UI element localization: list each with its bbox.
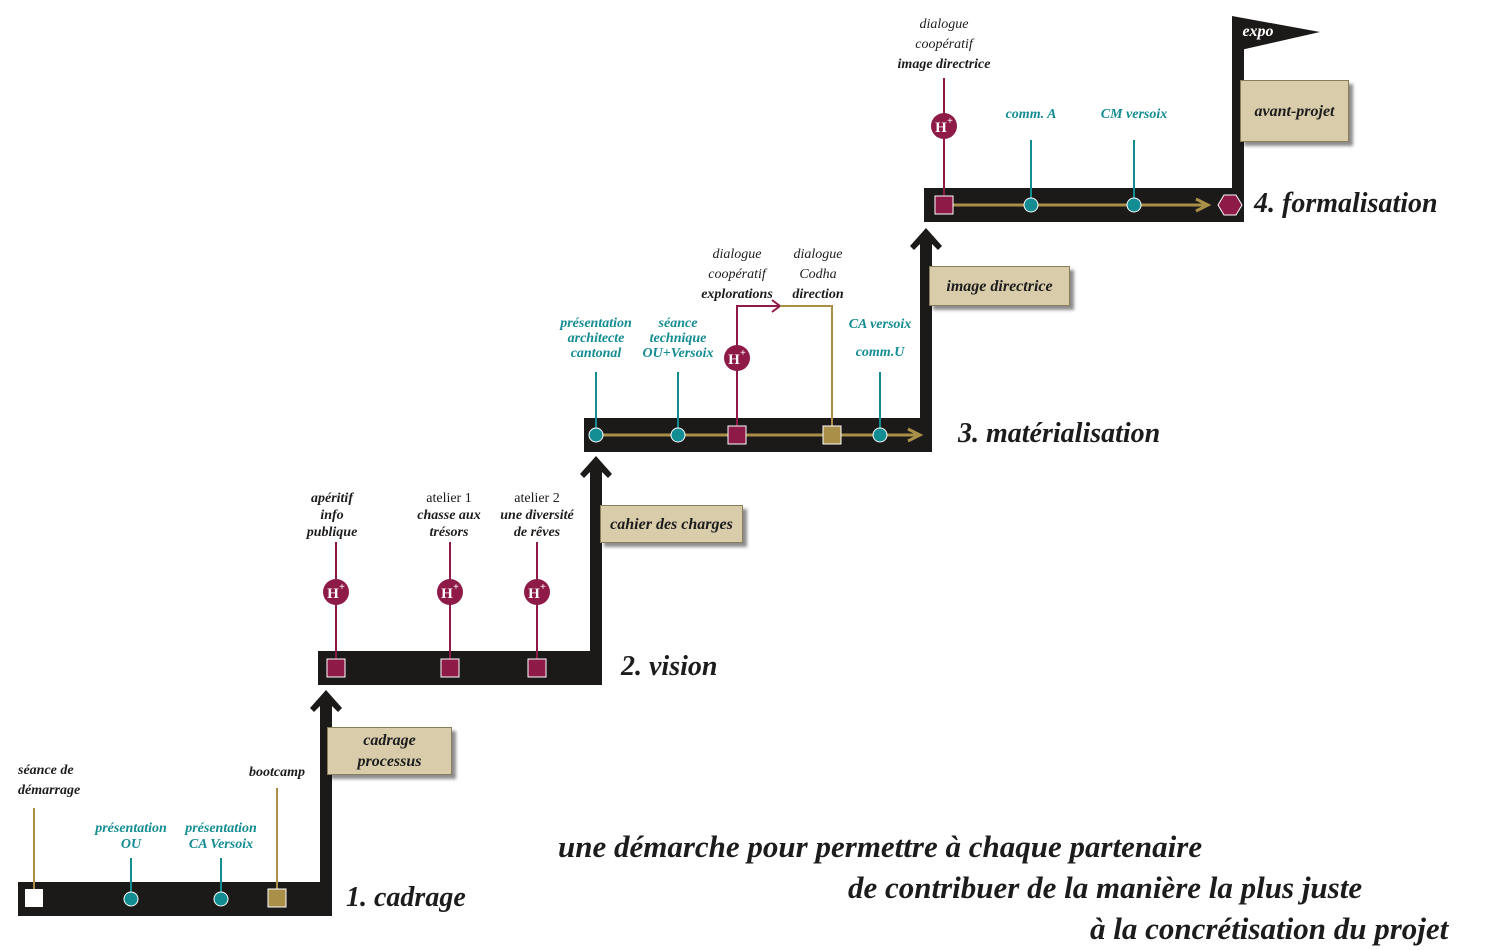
svg-text:H: H [935, 120, 947, 136]
teal-dot-marker [1023, 197, 1039, 213]
gold-square-marker [822, 425, 842, 445]
h-plus-badge: H + [931, 113, 957, 139]
slogan-line-2: de contribuer de la manière la plus just… [848, 870, 1363, 905]
riser-4 [1232, 22, 1244, 222]
magenta-square-marker [727, 425, 747, 445]
transition-box-avant-projet: avant-projet [1240, 80, 1349, 142]
slogan-line-3: à la concrétisation du projet [1090, 911, 1449, 946]
gold-arrowhead [1195, 197, 1212, 213]
riser-2 [590, 466, 602, 685]
magenta-square-marker [440, 658, 460, 678]
gold-square-marker [267, 888, 287, 908]
teal-dot-marker [1126, 197, 1142, 213]
transition-box-cahier: cahier des charges [600, 505, 743, 543]
svg-text:H: H [327, 586, 339, 602]
teal-dot-marker [213, 891, 229, 907]
label-comm-a: comm. A [1005, 107, 1057, 122]
svg-text:H: H [528, 586, 540, 602]
slogan-line-1: une démarche pour permettre à chaque par… [558, 829, 1203, 864]
teal-dot-marker [872, 427, 888, 443]
h-plus-badge: H + [724, 345, 750, 371]
h-plus-badges: H + H + H + H + H + [323, 113, 957, 605]
h-plus-badge: H + [323, 579, 349, 605]
svg-text:+: + [947, 116, 953, 127]
stage-title-materialisation: 3. matérialisation [958, 418, 1161, 449]
up-arrow-icon [910, 228, 942, 250]
magenta-square-marker [326, 658, 346, 678]
label-ca-versoix: CA versoix [848, 317, 912, 332]
hexagon-marker [1217, 194, 1243, 216]
stage-title-formalisation: 4. formalisation [1254, 188, 1438, 219]
stem-dialogue-explorations [736, 305, 780, 435]
staircase-track [18, 22, 1244, 916]
flag-label: expo [1242, 23, 1273, 40]
stem-dialogue-codha [780, 305, 833, 435]
h-plus-badge: H + [437, 579, 463, 605]
up-arrow-icon [310, 690, 342, 712]
stage-title-vision: 2. vision [621, 651, 718, 682]
h-plus-badge: H + [524, 579, 550, 605]
svg-text:+: + [453, 582, 459, 593]
magenta-square-marker [527, 658, 547, 678]
svg-text:+: + [740, 348, 746, 359]
stage-title-cadrage: 1. cadrage [346, 882, 466, 913]
transition-box-image: image directrice [929, 266, 1070, 306]
svg-text:+: + [540, 582, 546, 593]
label-cm-versoix: CM versoix [1100, 107, 1168, 122]
svg-text:H: H [441, 586, 453, 602]
white-square-marker [25, 889, 43, 907]
magenta-square-marker [934, 195, 954, 215]
svg-text:H: H [728, 352, 740, 368]
label-bootcamp: bootcamp [249, 765, 305, 780]
label-comm-u: comm.U [855, 345, 905, 360]
up-arrow-icon [580, 456, 612, 478]
track-segment-vision [318, 651, 602, 685]
teal-dot-marker [588, 427, 604, 443]
teal-dot-marker [670, 427, 686, 443]
flag-icon [1232, 16, 1320, 52]
gold-arrowhead [907, 427, 924, 443]
svg-text:+: + [339, 582, 345, 593]
teal-dot-marker [123, 891, 139, 907]
